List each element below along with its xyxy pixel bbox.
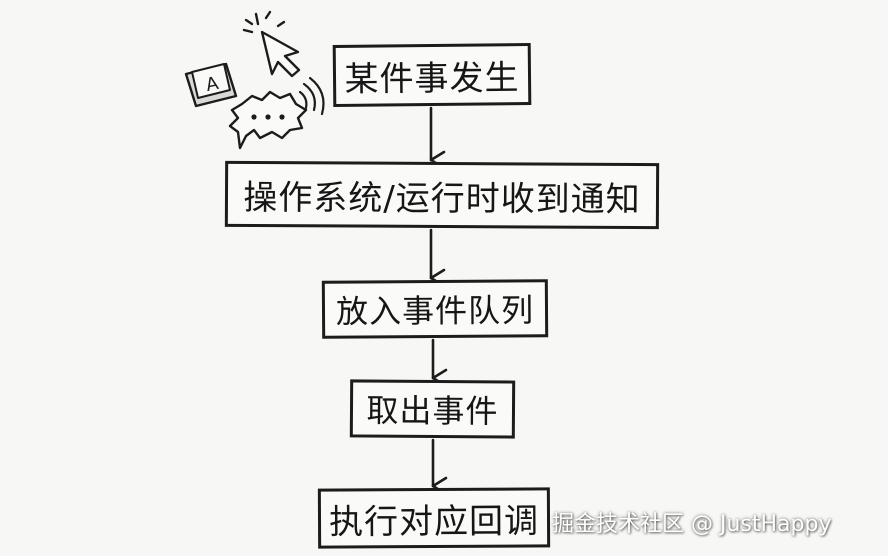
cursor-icon — [242, 10, 301, 78]
step-label: 执行对应回调 — [328, 500, 540, 543]
key-label: A — [204, 73, 221, 96]
step-label: 放入事件队列 — [335, 291, 535, 331]
watermark: 掘金技术社区 @ JustHappy — [552, 512, 832, 537]
step-label: 取出事件 — [366, 391, 499, 431]
step-dequeue-event: 取出事件 — [349, 379, 516, 439]
flow-edges — [429, 106, 448, 496]
step-run-callback: 执行对应回调 — [317, 487, 551, 549]
step-enqueue-event: 放入事件队列 — [321, 279, 549, 339]
keyboard-key-icon: A — [184, 62, 238, 108]
speech-bubble-icon — [228, 90, 308, 150]
step-event-occurs: 某件事发生 — [332, 42, 532, 108]
signal-waves-icon — [298, 76, 325, 116]
step-label: 某件事发生 — [344, 57, 520, 100]
step-label: 操作系统/运行时收到通知 — [243, 177, 641, 220]
step-os-runtime-notified: 操作系统/运行时收到通知 — [224, 160, 660, 230]
